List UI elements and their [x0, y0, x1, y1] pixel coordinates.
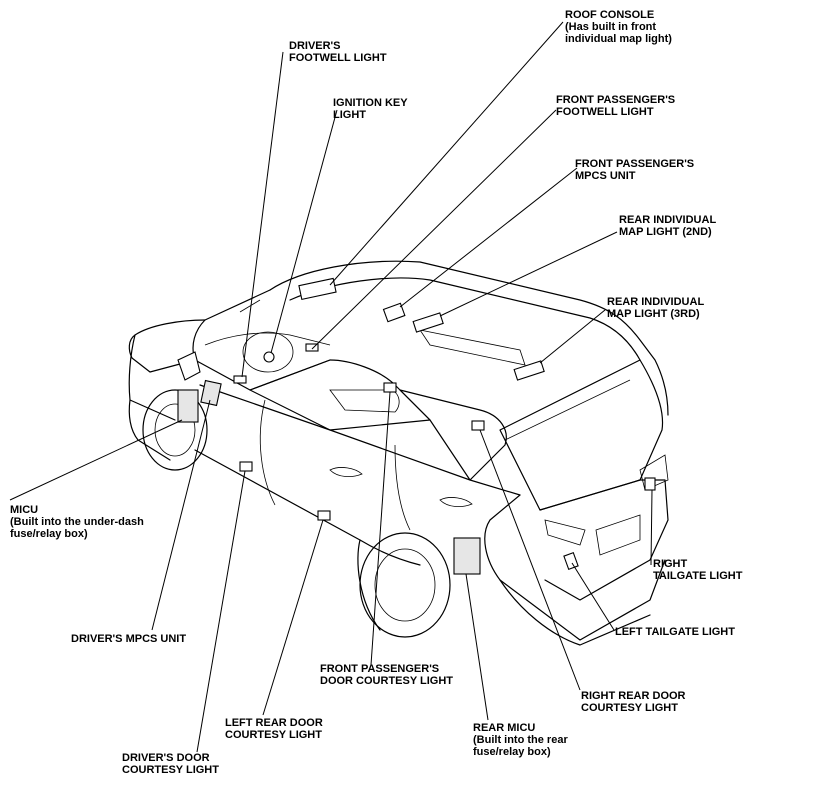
front-pass-mpcs-unit-part: [382, 302, 406, 323]
label-front-pass-mpcs-line1: FRONT PASSENGER'S: [575, 158, 695, 170]
ignition-key-light-part: [263, 351, 275, 363]
label-left-rear-door-line1: LEFT REAR DOOR: [225, 717, 323, 729]
label-micu: MICU (Built into the under-dash fuse/rel…: [10, 504, 144, 540]
label-rear-map-3rd-line1: REAR INDIVIDUAL: [607, 296, 705, 308]
label-roof-console: ROOF CONSOLE (Has built in front individ…: [565, 9, 672, 45]
label-ignition-key-line2: LIGHT: [333, 109, 366, 121]
roof-console-part: [298, 277, 337, 301]
label-rear-micu-line2: (Built into the rear: [473, 734, 568, 746]
right-tailgate-light-part: [644, 477, 656, 491]
label-drivers-door-line2: COURTESY LIGHT: [122, 764, 219, 776]
label-front-pass-door-courtesy-light: FRONT PASSENGER'S DOOR COURTESY LIGHT: [320, 663, 453, 687]
label-front-pass-mpcs-line2: MPCS UNIT: [575, 170, 636, 182]
door-handle-rear: [439, 497, 473, 508]
label-front-pass-door-line1: FRONT PASSENGER'S: [320, 663, 440, 675]
license-plate-recess: [595, 514, 641, 556]
front-pass-door-courtesy-light-part: [383, 382, 397, 393]
label-front-pass-footwell-line2: FOOTWELL LIGHT: [556, 106, 654, 118]
label-drivers-footwell-light: DRIVER'S FOOTWELL LIGHT: [289, 40, 387, 64]
drivers-mpcs-unit-part: [200, 379, 222, 407]
rear-bumper: [499, 579, 651, 646]
label-ignition-key-light: IGNITION KEY LIGHT: [333, 97, 408, 121]
label-left-rear-door-courtesy-light: LEFT REAR DOOR COURTESY LIGHT: [225, 717, 323, 741]
label-right-rear-door-line1: RIGHT REAR DOOR: [581, 690, 686, 702]
rear-glass: [499, 359, 664, 511]
label-micu-line1: MICU: [10, 504, 39, 516]
rear-map-light-3rd-part: [513, 360, 545, 381]
door-handle-front: [329, 467, 363, 478]
label-left-tailgate-line1: LEFT TAILGATE LIGHT: [615, 626, 735, 638]
rear-map-light-2nd-part: [412, 312, 444, 333]
label-rear-map-light-2nd: REAR INDIVIDUAL MAP LIGHT (2ND): [619, 214, 716, 238]
door-seam-front: [259, 399, 276, 506]
label-roof-console-line2: (Has built in front: [565, 21, 657, 33]
label-right-tailgate-light: RIGHT TAILGATE LIGHT: [653, 558, 742, 582]
right-rear-door-courtesy-light-part: [471, 420, 485, 431]
rear-micu-part: [453, 537, 481, 575]
tailgate: [539, 479, 669, 601]
label-right-tailgate-line1: RIGHT: [653, 558, 688, 570]
side-window-rear: [399, 389, 507, 481]
drivers-door-courtesy-light-part: [239, 461, 253, 472]
label-drivers-mpcs-line1: DRIVER'S MPCS UNIT: [71, 633, 187, 645]
door-seam-rear: [394, 444, 411, 531]
side-mirror: [177, 351, 201, 381]
label-front-pass-footwell-line1: FRONT PASSENGER'S: [556, 94, 676, 106]
label-left-tailgate-light: LEFT TAILGATE LIGHT: [615, 626, 735, 638]
label-rear-map-2nd-line2: MAP LIGHT (2ND): [619, 226, 712, 238]
front-wheel: [142, 389, 208, 471]
left-rear-door-courtesy-light-part: [317, 510, 331, 521]
label-ignition-key-line1: IGNITION KEY: [333, 97, 408, 109]
label-rear-micu-line3: fuse/relay box): [473, 746, 551, 758]
vehicle-body: [128, 260, 669, 646]
micu-part: [177, 389, 199, 423]
label-front-pass-mpcs-unit: FRONT PASSENGER'S MPCS UNIT: [575, 158, 694, 182]
roof-outline: [269, 260, 669, 416]
leader-lines: [9, 21, 653, 753]
side-sill: [194, 449, 421, 566]
belt-line: [199, 384, 521, 496]
label-drivers-door-courtesy-light: DRIVER'S DOOR COURTESY LIGHT: [122, 752, 219, 776]
label-drivers-mpcs-unit: DRIVER'S MPCS UNIT: [71, 633, 186, 645]
left-tailgate-light-part: [563, 552, 579, 570]
label-micu-line3: fuse/relay box): [10, 528, 88, 540]
label-rear-micu: REAR MICU (Built into the rear fuse/rela…: [473, 722, 568, 758]
label-drivers-door-line1: DRIVER'S DOOR: [122, 752, 210, 764]
label-drivers-footwell-line1: DRIVER'S: [289, 40, 341, 52]
label-front-pass-door-line2: DOOR COURTESY LIGHT: [320, 675, 454, 687]
label-front-pass-footwell-light: FRONT PASSENGER'S FOOTWELL LIGHT: [556, 94, 675, 118]
label-rear-map-3rd-line2: MAP LIGHT (3RD): [607, 308, 700, 320]
label-roof-console-line3: individual map light): [565, 33, 672, 45]
label-left-rear-door-line2: COURTESY LIGHT: [225, 729, 322, 741]
label-roof-console-line1: ROOF CONSOLE: [565, 9, 655, 21]
label-right-rear-door-line2: COURTESY LIGHT: [581, 702, 678, 714]
label-micu-line2: (Built into the under-dash: [10, 516, 144, 528]
label-right-tailgate-line2: TAILGATE LIGHT: [653, 570, 743, 582]
label-right-rear-door-courtesy-light: RIGHT REAR DOOR COURTESY LIGHT: [581, 690, 686, 714]
steering-wheel: [242, 331, 294, 373]
label-drivers-footwell-line2: FOOTWELL LIGHT: [289, 52, 387, 64]
dashboard: [204, 332, 331, 346]
label-rear-micu-line1: REAR MICU: [473, 722, 536, 734]
label-rear-map-light-3rd: REAR INDIVIDUAL MAP LIGHT (3RD): [607, 296, 704, 320]
label-rear-map-2nd-line1: REAR INDIVIDUAL: [619, 214, 717, 226]
drivers-footwell-light-part: [233, 375, 247, 384]
tail-lamp-left: [544, 519, 586, 546]
rear-seat: [419, 329, 526, 366]
front-pass-footwell-light-part: [305, 343, 319, 352]
tail-lamp-right: [639, 454, 669, 491]
